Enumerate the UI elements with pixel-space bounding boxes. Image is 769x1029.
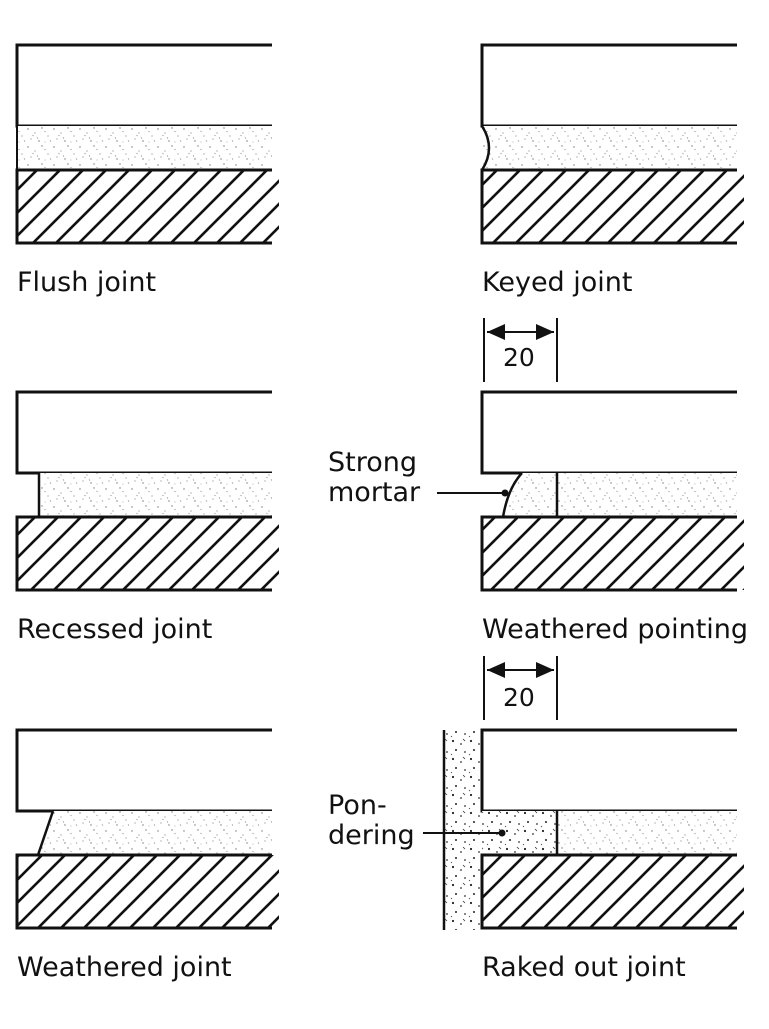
caption-flush-joint: Flush joint [17, 267, 156, 298]
caption-recessed-joint: Recessed joint [17, 614, 212, 645]
caption-weathered-joint: Weathered joint [17, 952, 232, 983]
dimension-arrow: 20 [483, 318, 558, 382]
note-strong: Strong [328, 447, 417, 478]
hatched-brick [17, 170, 279, 243]
note-pon: Pon- [328, 790, 387, 821]
hatched-brick [482, 517, 744, 590]
hatched-brick [17, 855, 279, 928]
dimension-label: 20 [503, 343, 535, 372]
note-dering: dering [328, 820, 415, 851]
keyed-joint-panel: Keyed joint [480, 43, 769, 298]
flush-joint-panel: Flush joint [15, 43, 299, 298]
raked-out-joint-panel: 20 Pon- dering Raked out joint [328, 656, 769, 983]
caption-weathered-pointing: Weathered pointing [482, 614, 748, 645]
hatched-brick [482, 855, 744, 928]
dimension-label: 20 [503, 683, 535, 712]
caption-keyed-joint: Keyed joint [482, 267, 633, 298]
hatched-brick [17, 517, 279, 590]
strong-mortar [503, 473, 557, 517]
weathered-joint-panel: Weathered joint [15, 728, 299, 983]
hatched-brick [482, 170, 744, 243]
weathered-pointing-panel: 20 Strong mortar Weathered pointing [328, 318, 769, 645]
pondering-strip [444, 730, 480, 930]
recessed-joint-panel: Recessed joint [15, 390, 299, 645]
dimension-arrow: 20 [483, 656, 558, 720]
note-mortar: mortar [328, 477, 421, 508]
mortar-bed [17, 126, 272, 170]
caption-raked-out-joint: Raked out joint [482, 952, 686, 983]
